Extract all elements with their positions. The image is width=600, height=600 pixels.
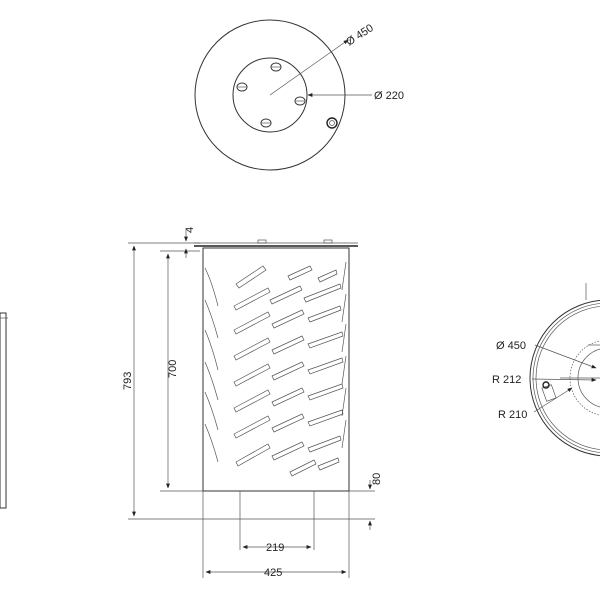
top-view-inner-circle [232,57,308,133]
dim-425-label: 425 [264,567,282,579]
dim-700-label: 700 [167,360,179,378]
side-view-partial [0,312,8,509]
front-view: 793 700 4 80 219 425 [122,227,383,579]
top-view-diameter-450-leader [269,39,349,96]
section-diameter-450-label: Ø 450 [496,340,526,352]
section-r212-leader [531,377,597,382]
dim-4-label: 4 [184,227,196,233]
section-r212-label: R 212 [492,374,521,386]
section-view: Ø 450 R 212 R 210 [492,283,600,457]
section-r210-leader [533,387,573,413]
top-view-diameter-450-label: Ø 450 [344,22,376,48]
section-view-outer-circle [529,299,600,457]
front-view-body [202,247,350,492]
top-view-drain-hole [326,117,338,129]
section-diameter-450-leader [534,344,597,369]
front-view-slots [204,261,347,477]
dim-793-label: 793 [122,372,134,390]
dim-80-label: 80 [371,473,383,485]
top-view-diameter-220-label: Ø 220 [374,90,404,102]
section-r210-label: R 210 [498,409,527,421]
dim-219-label: 219 [266,542,284,554]
top-view: Ø 450 Ø 220 [194,19,404,171]
top-view-bolts [236,62,306,128]
